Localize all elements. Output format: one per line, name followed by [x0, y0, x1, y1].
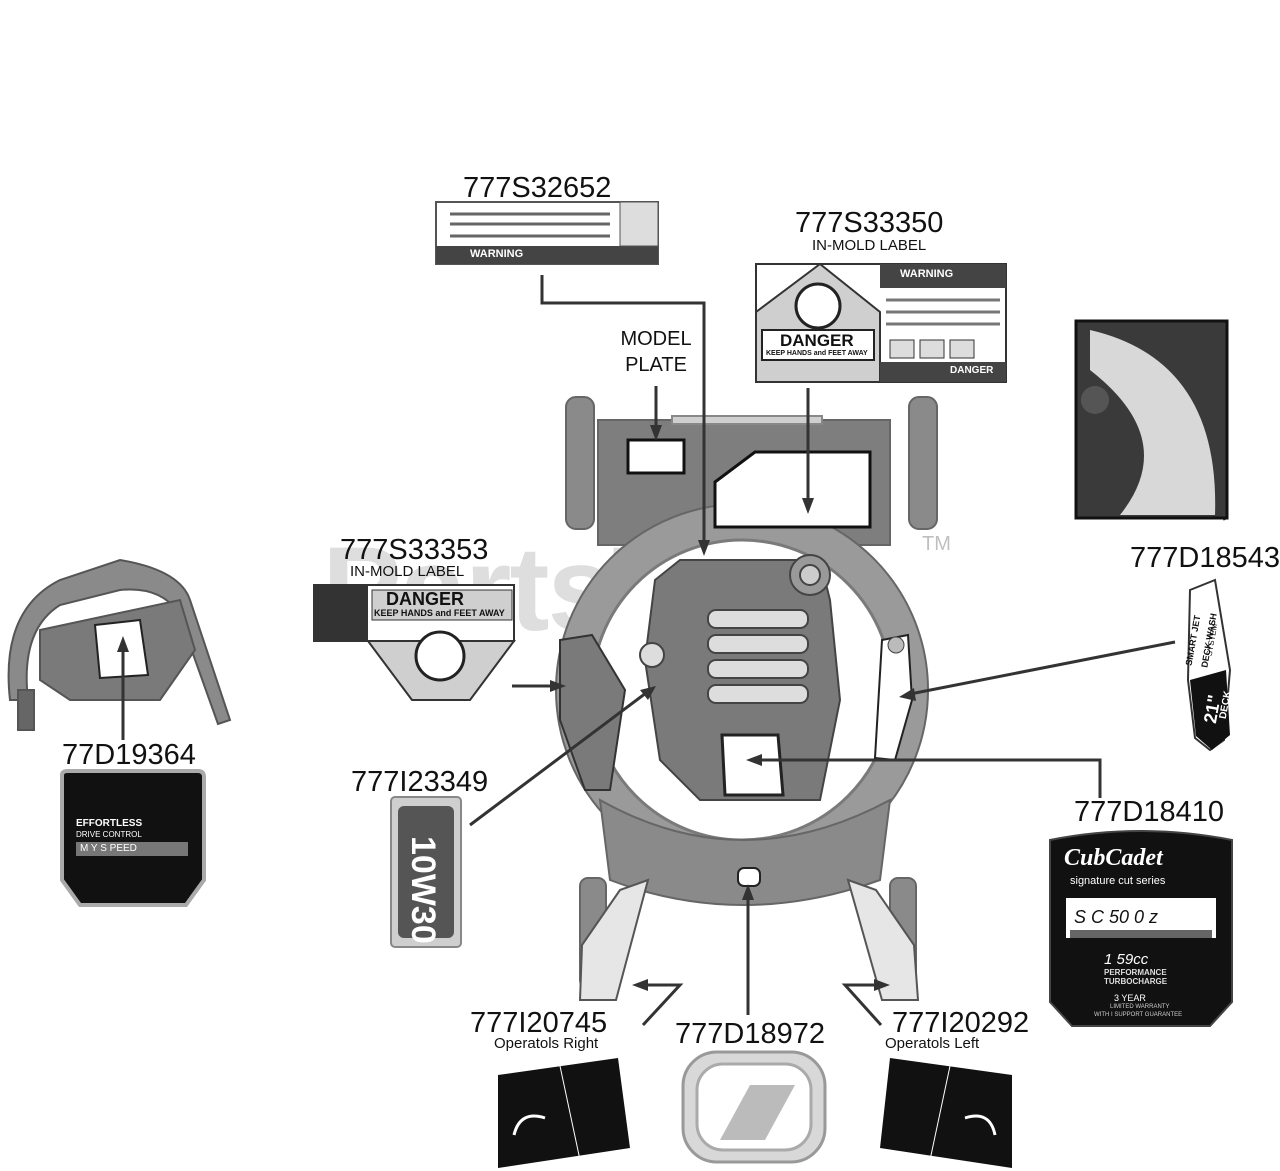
in-mold-label-outline: [713, 450, 872, 529]
deck-wash-area: [873, 633, 914, 762]
part-number-777I23349[interactable]: 777I23349: [351, 766, 489, 798]
photo-777D18543: [1074, 319, 1229, 520]
part-number-77D19364[interactable]: 77D19364: [62, 739, 196, 771]
model-plate-callout[interactable]: MODEL PLATE: [611, 326, 701, 378]
part-number-777S32652[interactable]: 777S32652: [463, 172, 612, 204]
decal-777D18410-warranty-sub: LIMITED WARRANTY: [1110, 1004, 1170, 1010]
decal-777S33350-danger-sub: KEEP HANDS and FEET AWAY: [766, 350, 868, 357]
decal-777D18410-perf2: TURBOCHARGE: [1104, 977, 1168, 986]
decal-777S32652-text: WARNING: [470, 248, 524, 260]
part-number-777I20745[interactable]: 777I20745: [470, 1007, 608, 1039]
decal-777S33353-danger: DANGER: [386, 589, 465, 609]
part-777I20745-sub: Operatols Right: [494, 1035, 599, 1052]
front-badge-hole: [737, 867, 761, 887]
decal-777D18410-series: signature cut series: [1070, 875, 1166, 887]
side-pouch: [559, 633, 627, 791]
decal-777I20292: [880, 1058, 1012, 1168]
decal-777D18410-warranty: 3 YEAR: [1114, 993, 1146, 1003]
part-number-777S33350[interactable]: 777S33350: [795, 207, 944, 239]
part-number-777S33353[interactable]: 777S33353: [340, 534, 489, 566]
decal-777D18410: [1049, 830, 1233, 1027]
decal-777I20745: [498, 1058, 630, 1168]
decal-777S33350-danger: DANGER: [780, 331, 854, 350]
model-plate-line1: MODEL: [620, 328, 692, 350]
badge-777D18972: [681, 1050, 827, 1164]
part-number-777D18410[interactable]: 777D18410: [1074, 796, 1224, 828]
watermark-tm: TM: [922, 533, 951, 555]
decal-777D18410-model: S C 50 0 z: [1074, 907, 1159, 927]
decal-77D19364-line1: EFFORTLESS: [76, 818, 143, 829]
front-body: [598, 798, 892, 906]
decal-777D18410-perf1: PERFORMANCE: [1104, 968, 1167, 977]
decal-777S33350-warning: WARNING: [900, 268, 954, 280]
part-number-777D18972[interactable]: 777D18972: [675, 1018, 825, 1050]
decal-777S33350: [755, 262, 1007, 383]
arrowheads: [117, 414, 1182, 991]
part-777S33350-sub: IN-MOLD LABEL: [812, 237, 927, 254]
decal-777D18543: [1186, 578, 1232, 752]
decal-777I23349: [390, 796, 462, 948]
decal-777D18410-brand: CubCadet: [1064, 845, 1163, 871]
decal-777S33353: [313, 584, 516, 701]
decal-77D19364-line2: DRIVE CONTROL: [76, 830, 142, 839]
rear-wheel-right: [908, 396, 938, 530]
part-777I20292-sub: Operatols Left: [885, 1035, 980, 1052]
decal-777S33353-danger-sub: KEEP HANDS and FEET AWAY: [374, 608, 505, 618]
part-number-777I20292[interactable]: 777I20292: [892, 1007, 1030, 1039]
rear-wheel-left: [565, 396, 595, 530]
part-number-777D18543[interactable]: 777D18543: [1130, 544, 1280, 573]
model-plate-line2: PLATE: [625, 354, 687, 376]
decal-777S33350-danger-small: DANGER: [950, 365, 994, 376]
engine: [639, 554, 842, 801]
decal-777I23349-oil: 10W30: [404, 836, 442, 944]
handlebar-drawing: [7, 558, 232, 731]
decal-777D18410-engine: 1 59cc: [1104, 951, 1149, 968]
part-777S33353-sub: IN-MOLD LABEL: [350, 563, 465, 580]
decal-77D19364-line3: M Y S PEED: [80, 843, 137, 854]
model-plate-box: [626, 438, 686, 475]
decal-777D18410-warranty-sub2: WITH I SUPPORT GUARANTEE: [1094, 1012, 1183, 1018]
decal-77D19364: [60, 769, 206, 907]
decal-777S32652: [435, 201, 659, 265]
